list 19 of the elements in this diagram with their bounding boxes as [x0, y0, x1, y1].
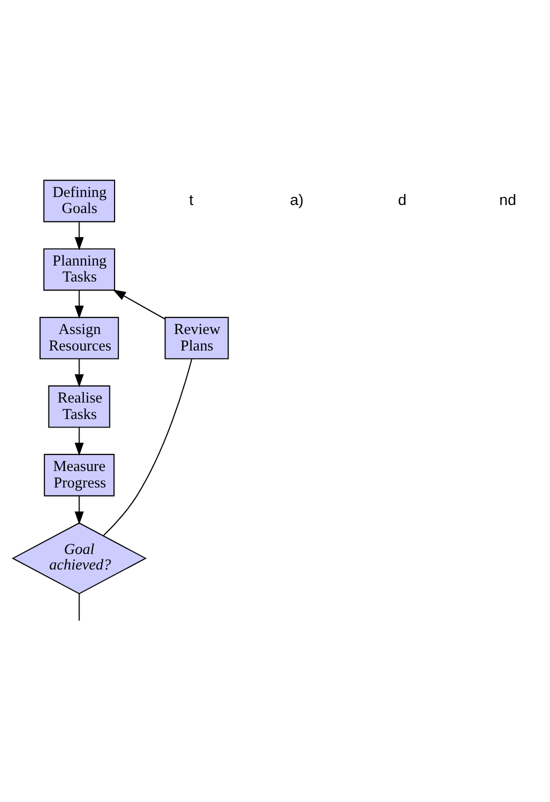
arrow: [74, 496, 84, 525]
node-box: Planning Tasks: [43, 248, 116, 291]
label: nd: [499, 192, 516, 210]
node-diamond: Goal achieved?: [12, 522, 147, 594]
label: t: [189, 192, 194, 210]
node-box: Review Plans: [164, 316, 229, 360]
arrow: [74, 359, 84, 388]
arrow: [112, 290, 166, 320]
node-box: Measure Progress: [44, 454, 115, 496]
node-box: Defining Goals: [43, 180, 116, 222]
connector: [78, 594, 80, 621]
connector: [103, 358, 192, 536]
label: d: [398, 192, 406, 210]
arrow: [74, 428, 84, 456]
node-box: Realise Tasks: [48, 385, 110, 428]
arrow: [74, 222, 84, 250]
arrow: [74, 290, 84, 319]
node-box: Assign Resources: [40, 316, 119, 360]
label: a): [290, 192, 304, 210]
